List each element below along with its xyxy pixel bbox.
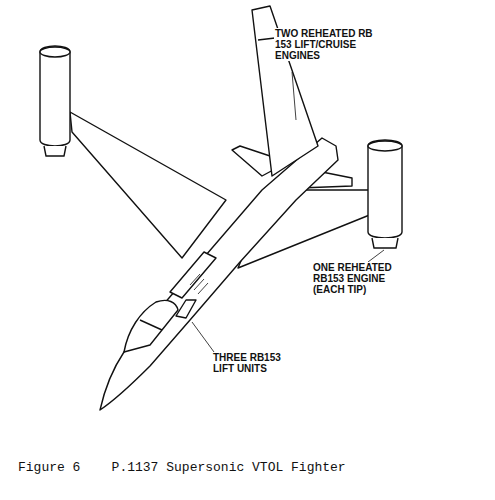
right-pod-intake [368, 141, 402, 151]
right-pod-nozzle [372, 238, 398, 248]
canopy [124, 300, 178, 352]
callout-label: THREE RB153 LIFT UNITS [212, 352, 294, 374]
left-pod-intake [40, 47, 70, 57]
leader-line [192, 322, 214, 352]
left-pod-nozzle [44, 146, 66, 156]
canopy-frame [140, 320, 162, 330]
callout-label: TWO REHEATED RB 153 LIFT/CRUISE ENGINES [274, 28, 388, 61]
fin-tip-line [258, 38, 275, 40]
lift-unit-louvres [190, 274, 208, 294]
right-tip-pod [368, 140, 402, 238]
intake [176, 300, 196, 318]
leader-line [368, 250, 384, 262]
callout-label: ONE REHEATED RB153 ENGINE (EACH TIP) [312, 262, 396, 295]
leader-line [292, 72, 296, 120]
figure-caption: Figure 6 P.1137 Supersonic VTOL Fighter [18, 460, 346, 475]
fuselage [100, 138, 338, 410]
lift-unit-doors [170, 252, 216, 298]
left-tip-pod [40, 46, 70, 146]
left-wing [70, 112, 226, 258]
